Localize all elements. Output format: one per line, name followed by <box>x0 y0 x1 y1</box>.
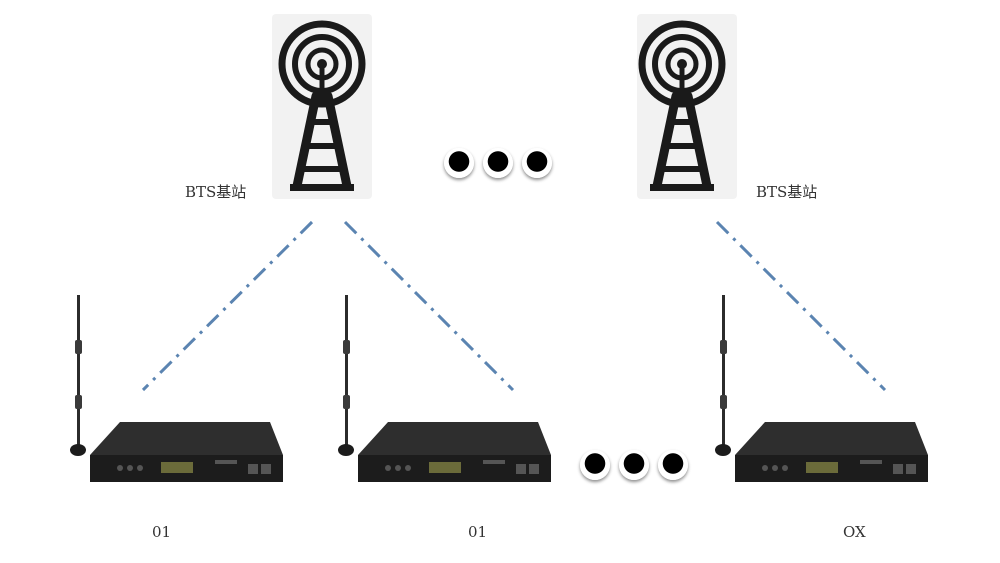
dot-icon <box>658 450 688 480</box>
tower-2-label: BTS基站 <box>756 183 818 201</box>
gateway-device-1 <box>65 290 290 490</box>
gateway-device-2 <box>333 290 558 490</box>
link-tower2-device3 <box>715 220 887 392</box>
device-3-label: OX <box>843 523 866 541</box>
gateway-device-icon <box>715 295 928 482</box>
bts-tower-1 <box>272 14 372 199</box>
device-1-label: 01 <box>152 523 172 541</box>
link-tower1-device2 <box>343 220 515 392</box>
radio-tower-icon <box>638 20 726 191</box>
dot-icon <box>483 148 513 178</box>
ellipsis-dots-top <box>444 148 552 178</box>
device-2-label: 01 <box>468 523 488 541</box>
dot-icon <box>580 450 610 480</box>
gateway-device-3 <box>710 290 935 490</box>
dot-icon <box>619 450 649 480</box>
dot-icon <box>522 148 552 178</box>
tower-1-label: BTS基站 <box>185 183 247 201</box>
link-tower1-device1 <box>141 220 314 392</box>
ellipsis-dots-bottom <box>580 450 688 480</box>
radio-tower-icon <box>278 20 366 191</box>
gateway-device-icon <box>338 295 551 482</box>
bts-tower-2 <box>637 14 737 199</box>
dot-icon <box>444 148 474 178</box>
gateway-device-icon <box>70 295 283 482</box>
